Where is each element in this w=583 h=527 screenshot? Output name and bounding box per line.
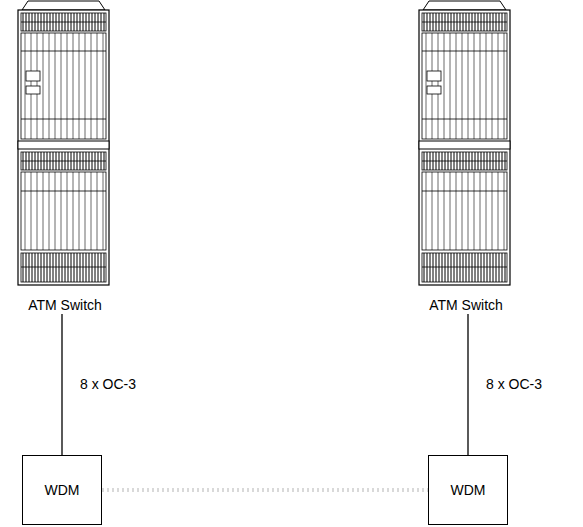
atm-switch: ATM Switch xyxy=(413,0,519,314)
equipment-label: ATM Switch xyxy=(28,297,102,314)
box-label: WDM xyxy=(45,482,80,499)
wdm-box: WDM xyxy=(428,455,508,525)
fiber-link xyxy=(467,314,468,455)
atm-switch-rack xyxy=(419,1,510,285)
atm-switch: ATM Switch xyxy=(12,0,118,314)
wdm-box: WDM xyxy=(22,455,102,525)
link-label: 8 x OC-3 xyxy=(484,376,544,393)
fiber-link xyxy=(61,314,62,455)
box-label: WDM xyxy=(451,482,486,499)
optical-link xyxy=(102,488,428,492)
atm-switch-rack xyxy=(18,1,109,285)
equipment-label: ATM Switch xyxy=(429,297,503,314)
link-label: 8 x OC-3 xyxy=(78,376,138,393)
